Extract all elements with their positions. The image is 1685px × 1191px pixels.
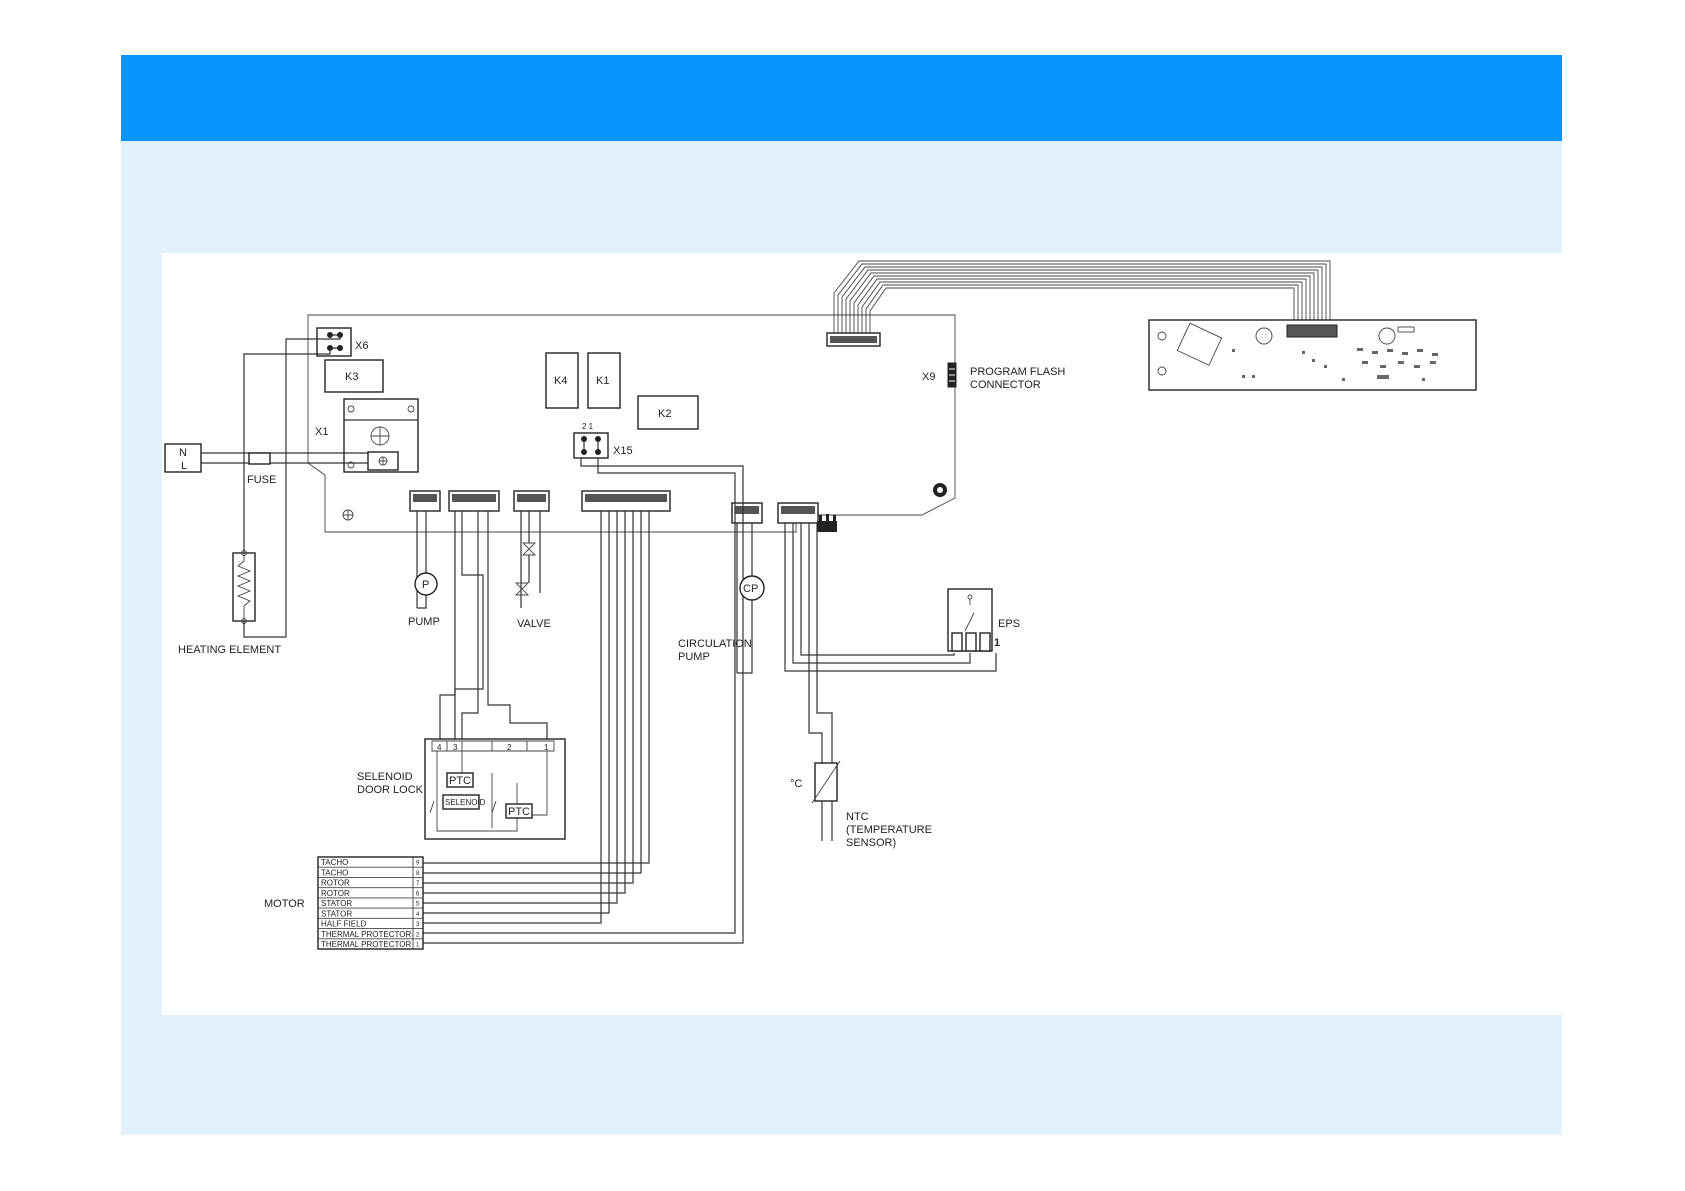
live-label: L bbox=[181, 460, 187, 472]
x15-connector bbox=[574, 433, 608, 458]
circulation-pump-label-2: PUMP bbox=[678, 651, 710, 663]
pump-symbol-label: P bbox=[422, 579, 429, 591]
door-lock-label: SELENOID bbox=[357, 771, 413, 783]
wiring-diagram-svg: X6 K3 K4 K1 K2 X1 X9 PROGRAM FLASH bbox=[162, 253, 1562, 1015]
motor-terminal-name: TACHO bbox=[321, 868, 348, 877]
deg-c-label: °C bbox=[790, 778, 802, 790]
program-flash-label: PROGRAM FLASH bbox=[970, 366, 1065, 378]
fuse-label: FUSE bbox=[247, 474, 276, 486]
motor-terminal-name: THERMAL PROTECTOR bbox=[321, 930, 411, 939]
motor-terminal-name: TACHO bbox=[321, 858, 348, 867]
motor-label: MOTOR bbox=[264, 898, 305, 910]
x6-label: X6 bbox=[355, 340, 368, 352]
pump-label: PUMP bbox=[408, 616, 440, 628]
ptc-top-label: PTC bbox=[449, 775, 471, 787]
lock-pin-4: 4 bbox=[437, 743, 442, 752]
ntc-label: NTC bbox=[846, 811, 869, 823]
motor-terminal-name: ROTOR bbox=[321, 879, 350, 888]
motor-terminal-name: HALF FIELD bbox=[321, 920, 367, 929]
lock-pin-2: 2 bbox=[507, 743, 512, 752]
lock-pin-3: 3 bbox=[453, 743, 458, 752]
neutral-label: N bbox=[179, 447, 187, 459]
valve-symbol-1 bbox=[523, 543, 535, 555]
program-flash-connector-label: CONNECTOR bbox=[970, 379, 1041, 391]
display-connector bbox=[1287, 325, 1337, 337]
lock-pin-1: 1 bbox=[544, 743, 549, 752]
valve-symbol-2 bbox=[516, 583, 528, 595]
valve-label: VALVE bbox=[517, 618, 551, 630]
eps-pin-1: 1 bbox=[994, 637, 1000, 649]
motor-terminal-name: STATOR bbox=[321, 899, 352, 908]
ntc-label-2: (TEMPERATURE bbox=[846, 824, 932, 836]
x15-pin-numbers: 2 1 bbox=[582, 422, 594, 431]
k3-label: K3 bbox=[345, 371, 358, 383]
motor-terminal-name: THERMAL PROTECTOR bbox=[321, 940, 411, 949]
cp-symbol-label: CP bbox=[743, 583, 758, 595]
x15-label: X15 bbox=[613, 445, 633, 457]
ptc-right-label: PTC bbox=[508, 806, 530, 818]
small-connector-block bbox=[817, 514, 837, 532]
k2-label: K2 bbox=[658, 408, 671, 420]
door-lock-label-2: DOOR LOCK bbox=[357, 784, 424, 796]
heating-element-label: HEATING ELEMENT bbox=[178, 644, 281, 656]
wiring-diagram: X6 K3 K4 K1 K2 X1 X9 PROGRAM FLASH bbox=[162, 253, 1562, 1015]
motor-terminal-name: ROTOR bbox=[321, 889, 350, 898]
door-lock-housing bbox=[425, 739, 565, 839]
ribbon-connector-main-pins bbox=[830, 336, 877, 343]
selenoid-label: SELENOID bbox=[445, 798, 486, 807]
ntc-label-3: SENSOR) bbox=[846, 837, 896, 849]
fuse bbox=[249, 453, 270, 464]
k1-label: K1 bbox=[596, 375, 609, 387]
eps-label: EPS bbox=[998, 618, 1020, 630]
board-connectors bbox=[410, 491, 837, 532]
motor-terminal-name: STATOR bbox=[321, 909, 352, 918]
x1-label: X1 bbox=[315, 426, 328, 438]
title-bar bbox=[121, 55, 1562, 141]
circulation-pump-label: CIRCULATION bbox=[678, 638, 752, 650]
x6-connector bbox=[317, 328, 351, 356]
x9-label: X9 bbox=[922, 371, 935, 383]
slide: X6 K3 K4 K1 K2 X1 X9 PROGRAM FLASH bbox=[121, 55, 1562, 1135]
k4-label: K4 bbox=[554, 375, 567, 387]
